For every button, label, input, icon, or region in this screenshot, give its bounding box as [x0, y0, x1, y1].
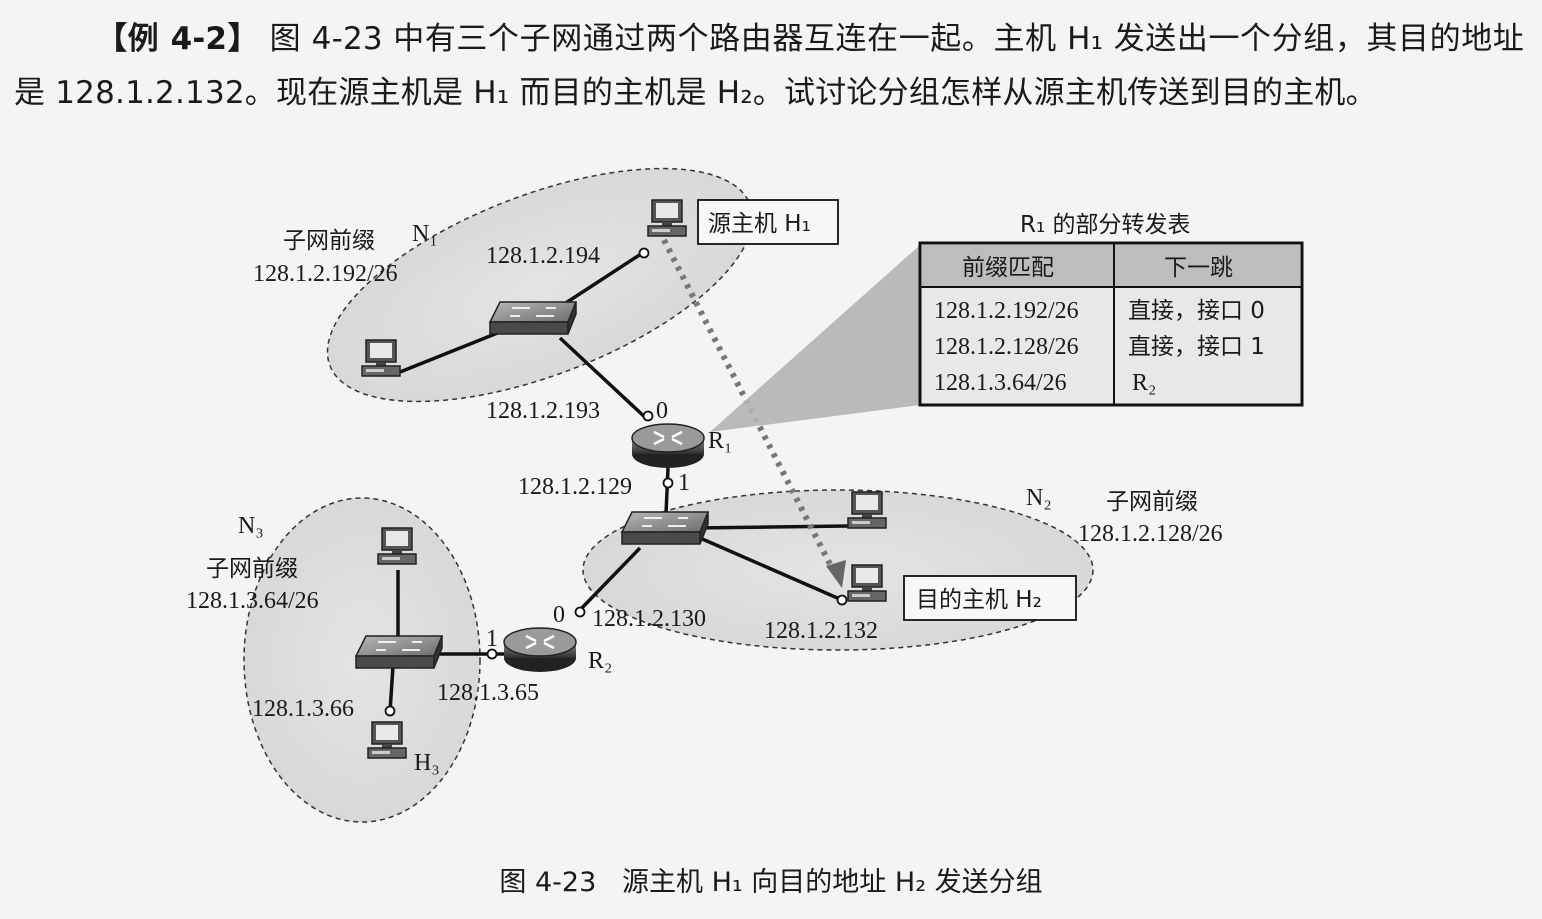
- fwd-row-0-prefix: 128.1.2.192/26: [934, 298, 1079, 324]
- links: [388, 250, 849, 713]
- h2-label: 目的主机 H₂: [916, 587, 1042, 613]
- fwd-row-1-prefix: 128.1.2.128/26: [934, 334, 1079, 360]
- ip-h1: 128.1.2.194: [486, 243, 600, 269]
- host-n2-pc-icon: [847, 491, 887, 529]
- host-h3-icon: [367, 721, 407, 759]
- fwd-header-nexthop: 下一跳: [1164, 255, 1233, 281]
- router-r2-icon: [502, 626, 578, 674]
- ip-r2-if1: 128.1.3.65: [437, 680, 539, 706]
- n1-name: N₁: [412, 221, 438, 247]
- switch-n3-icon: [355, 635, 443, 669]
- n3-name: N₃: [238, 513, 264, 539]
- example-body: 图 4-23 中有三个子网通过两个路由器互连在一起。主机 H₁ 发送出一个分组，…: [14, 21, 1524, 111]
- fwd-row-1-nexthop: 直接，接口 1: [1128, 334, 1265, 360]
- n3-prefix: 128.1.3.64/26: [186, 588, 319, 614]
- n2-prefix-label: 子网前缀: [1106, 489, 1198, 515]
- r1-if0-num: 0: [656, 398, 668, 424]
- r1-if1-num: 1: [678, 470, 690, 496]
- n1-prefix: 128.1.2.192/26: [253, 261, 398, 287]
- fwd-header-prefix: 前缀匹配: [962, 255, 1054, 281]
- example-tag: 【例 4-2】: [96, 21, 260, 57]
- ip-r2-if0: 128.1.2.130: [592, 606, 706, 632]
- host-n1-pc-icon: [361, 339, 401, 377]
- interface-dots: [384, 247, 848, 717]
- fwd-table: 前缀匹配 下一跳 128.1.2.192/26 直接，接口 0 128.1.2.…: [918, 241, 1304, 407]
- packet-path-arrow: [661, 238, 837, 574]
- fwd-table-title: R₁ 的部分转发表: [1020, 212, 1191, 238]
- caption-number: 图 4-23: [499, 867, 597, 898]
- r2-name: R₂: [588, 648, 612, 674]
- router-r1-icon: [630, 422, 706, 470]
- host-h1-icon: [647, 199, 687, 237]
- r1-name: R₁: [708, 428, 732, 454]
- r2-if1-num: 1: [486, 626, 498, 652]
- caption-text: 源主机 H₁ 向目的地址 H₂ 发送分组: [622, 867, 1043, 898]
- n2-name: N₂: [1026, 485, 1052, 511]
- h1-label-box: [697, 199, 839, 245]
- ip-r1-if1: 128.1.2.129: [518, 474, 632, 500]
- n3-prefix-label: 子网前缀: [206, 556, 298, 582]
- h2-label-box: [903, 575, 1077, 621]
- n1-prefix-label: 子网前缀: [283, 228, 375, 254]
- example-paragraph: 【例 4-2】 图 4-23 中有三个子网通过两个路由器互连在一起。主机 H₁ …: [14, 12, 1524, 120]
- ip-h3: 128.1.3.66: [252, 696, 354, 722]
- packet-path-arrowhead: [826, 560, 846, 588]
- host-h2-icon: [847, 564, 887, 602]
- table-callout: [710, 245, 920, 432]
- fwd-row-2-nexthop: R₂: [1132, 370, 1156, 396]
- h3-name: H₃: [414, 750, 440, 776]
- host-n3-pc-icon: [377, 527, 417, 565]
- fwd-row-2-prefix: 128.1.3.64/26: [934, 370, 1067, 396]
- r2-if0-num: 0: [553, 602, 565, 628]
- ip-r1-if0: 128.1.2.193: [486, 398, 600, 424]
- ip-h2: 128.1.2.132: [764, 618, 878, 644]
- switch-n1-icon: [489, 301, 577, 335]
- h1-label: 源主机 H₁: [708, 211, 811, 237]
- figure-caption: 图 4-23 源主机 H₁ 向目的地址 H₂ 发送分组: [0, 860, 1542, 899]
- fwd-row-0-nexthop: 直接，接口 0: [1128, 298, 1265, 324]
- switch-n2-icon: [621, 511, 709, 545]
- n2-prefix: 128.1.2.128/26: [1078, 521, 1223, 547]
